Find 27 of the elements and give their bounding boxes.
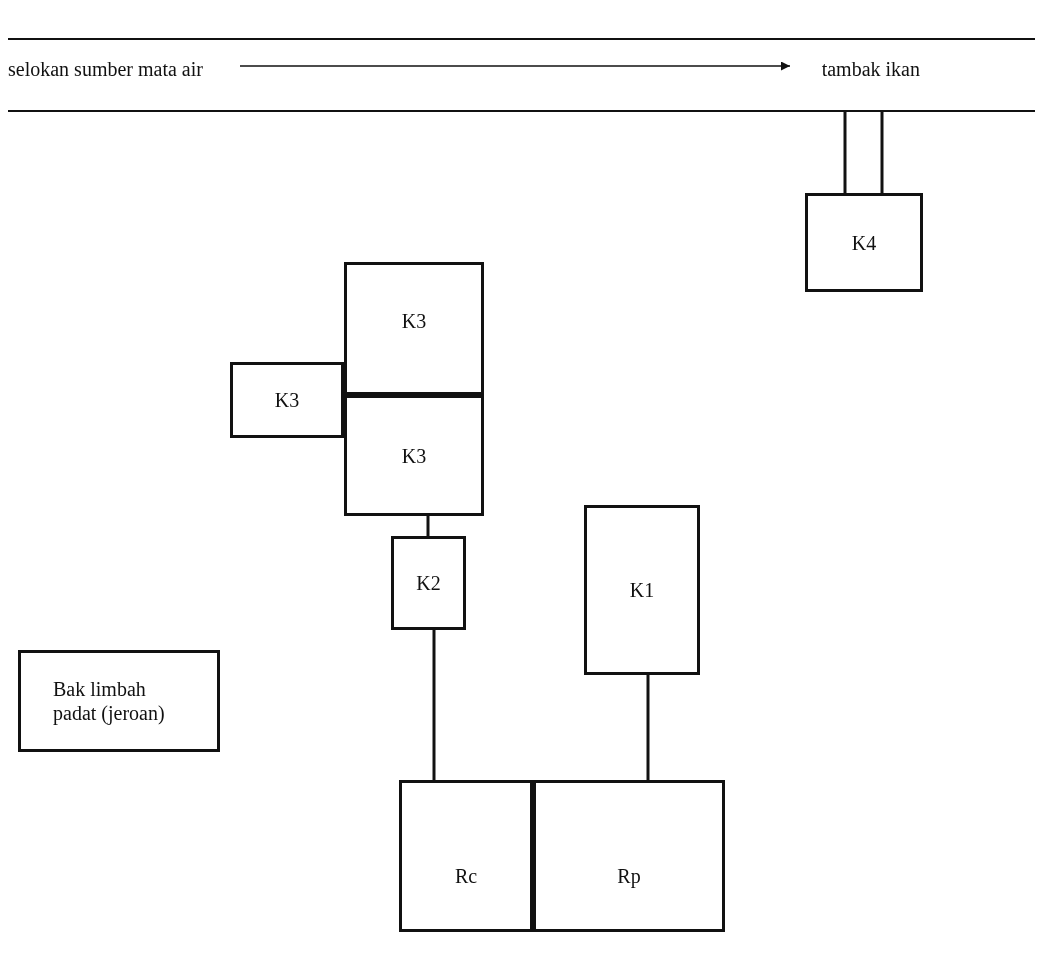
node-label: Rc xyxy=(454,864,478,888)
connector-line xyxy=(432,630,436,780)
process-box xyxy=(805,193,923,292)
node-label: K3 xyxy=(401,309,427,333)
channel-band xyxy=(8,38,1035,112)
connector-line xyxy=(646,675,650,780)
node-label: Rp xyxy=(617,864,641,888)
connector-line xyxy=(426,516,430,536)
process-box xyxy=(399,780,533,932)
connector-line xyxy=(843,112,847,193)
node-label: K1 xyxy=(629,578,655,602)
node-label: K4 xyxy=(851,230,877,255)
arrow xyxy=(239,61,791,71)
process-box xyxy=(344,262,484,395)
node-label: tambak ikan xyxy=(821,57,920,81)
node-label: K3 xyxy=(401,443,427,468)
process-box xyxy=(584,505,700,675)
process-box xyxy=(344,395,484,516)
node-label: K3 xyxy=(274,388,300,412)
process-box xyxy=(230,362,344,438)
connector-line xyxy=(880,112,884,193)
process-box xyxy=(18,650,220,752)
node-label: Bak limbah padat (jeroan) xyxy=(53,677,166,725)
process-box xyxy=(533,780,725,932)
node-label: selokan sumber mata air xyxy=(8,57,203,81)
node-label: K2 xyxy=(416,571,441,595)
process-box xyxy=(391,536,466,630)
